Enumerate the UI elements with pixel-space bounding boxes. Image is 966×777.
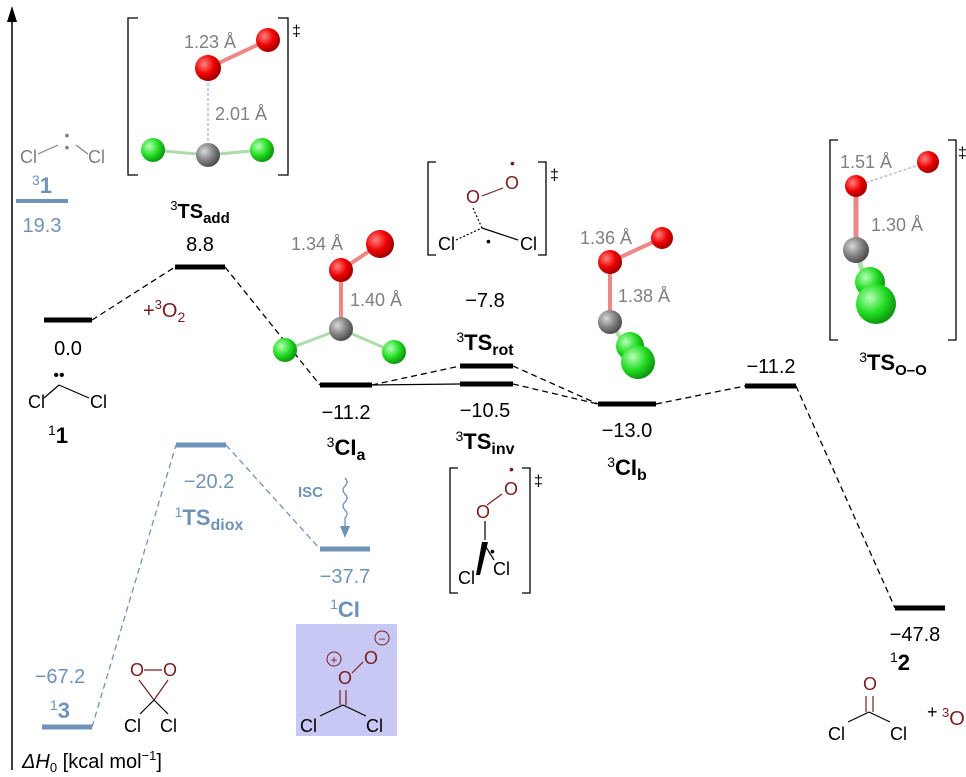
name-tsoo: 3TSO–O: [859, 349, 927, 379]
svg-text:Cl: Cl: [124, 716, 141, 736]
svg-text:•: •: [490, 543, 495, 559]
structure-cia: 1.34 Å 1.40 Å: [273, 230, 406, 364]
value-tsoo: −11.2: [746, 356, 795, 378]
svg-text:Cl: Cl: [300, 716, 317, 736]
svg-text:O: O: [504, 479, 518, 499]
value-cia: −11.2: [321, 402, 370, 424]
structure-2: O Cl Cl + 3O: [828, 674, 965, 744]
energy-levels: [16, 199, 945, 730]
svg-text:‡: ‡: [292, 23, 301, 40]
structure-tsinv: ‡ O O • • Cl Cl: [449, 461, 543, 594]
svg-text:•: •: [486, 233, 491, 249]
y-axis-label: ΔH0 [kcal mol−1]: [21, 748, 162, 775]
svg-text:1.36 Å: 1.36 Å: [580, 228, 632, 248]
structure-tsoo: ‡ 1.51 Å 1.30 Å: [829, 139, 966, 341]
name-3: 13: [50, 697, 70, 723]
name-cib: 3CIb: [607, 454, 647, 484]
svg-text:O: O: [466, 187, 480, 207]
isc-arrow: ISC: [298, 477, 350, 538]
svg-text:O: O: [476, 502, 490, 522]
svg-text:1.34 Å: 1.34 Å: [291, 234, 343, 254]
name-ci1: 1CI: [330, 596, 360, 622]
svg-text:Cl: Cl: [90, 392, 107, 412]
svg-text:1.30 Å: 1.30 Å: [871, 215, 923, 235]
structure-tsadd: ‡ 1.23 Å 2.01 Å: [127, 17, 301, 176]
svg-text:Cl: Cl: [366, 716, 383, 736]
svg-text:Cl: Cl: [493, 559, 510, 579]
svg-text:Cl: Cl: [28, 392, 45, 412]
structure-cib: 1.36 Å 1.38 Å: [580, 227, 673, 379]
svg-text:−: −: [378, 632, 385, 646]
svg-text:O: O: [130, 660, 144, 680]
structure-tsrot: ‡ O O • Cl Cl •: [427, 155, 559, 256]
svg-text:‡: ‡: [958, 145, 966, 162]
svg-text:•: •: [509, 461, 514, 477]
name-tsadd: 3TSadd: [170, 198, 229, 227]
value-tsrot: −7.8: [465, 290, 504, 312]
svg-text:‡: ‡: [550, 167, 559, 184]
value-tsadd: 8.8: [186, 234, 214, 256]
svg-text:Cl: Cl: [20, 147, 37, 167]
y-axis-arrow: [7, 6, 17, 22]
value-3: −67.2: [35, 666, 86, 688]
svg-text:‡: ‡: [534, 473, 543, 490]
name-cia: 3CIa: [327, 434, 366, 464]
svg-text:••: ••: [53, 367, 64, 384]
svg-text:Cl: Cl: [520, 234, 537, 254]
svg-text:O: O: [505, 173, 519, 193]
svg-text:2.01 Å: 2.01 Å: [215, 104, 267, 124]
svg-text:Cl: Cl: [890, 724, 907, 744]
svg-text:Cl: Cl: [828, 724, 845, 744]
svg-text:•: •: [65, 139, 70, 155]
value-tsdiox: −20.2: [184, 471, 235, 493]
svg-text:+: +: [330, 653, 337, 667]
value-1: 0.0: [54, 338, 82, 360]
value-cib: −13.0: [602, 420, 653, 442]
name-31: 31: [32, 172, 52, 198]
isc-label: ISC: [298, 484, 323, 501]
svg-text:•: •: [65, 127, 70, 143]
name-tsinv: 3TSinv: [455, 428, 514, 458]
structure-ci1: + − O O Cl Cl: [296, 624, 397, 736]
svg-text:Cl: Cl: [160, 716, 177, 736]
svg-text:+: +: [927, 702, 938, 722]
value-tsinv: −10.5: [460, 400, 511, 422]
svg-text:Cl: Cl: [458, 568, 475, 588]
name-tsdiox: 1TSdiox: [175, 504, 244, 534]
o2-label: +3O2: [143, 297, 185, 325]
structure-3: O O Cl Cl: [124, 660, 177, 736]
svg-text:1.23 Å: 1.23 Å: [184, 32, 236, 52]
svg-text:O: O: [338, 668, 352, 688]
svg-text:1.51 Å: 1.51 Å: [840, 152, 892, 172]
value-31: 19.3: [23, 215, 62, 237]
name-tsrot: 3TSrot: [456, 329, 514, 359]
value-ci1: −37.7: [320, 566, 371, 588]
svg-text:Cl: Cl: [88, 147, 105, 167]
structure-31: Cl Cl • •: [20, 127, 105, 167]
structure-1: Cl Cl ••: [28, 367, 107, 412]
svg-text:•: •: [510, 155, 515, 171]
svg-text:O: O: [863, 674, 877, 694]
svg-text:1.38 Å: 1.38 Å: [618, 286, 670, 306]
value-2: −47.8: [890, 624, 941, 646]
svg-text:Cl: Cl: [438, 234, 455, 254]
svg-text:O: O: [364, 648, 378, 668]
connectors: [91, 266, 896, 728]
name-1: 11: [48, 422, 68, 448]
svg-text:3O: 3O: [942, 705, 965, 730]
svg-text:1.40 Å: 1.40 Å: [350, 290, 402, 310]
name-2: 12: [890, 649, 910, 675]
svg-text:O: O: [163, 660, 177, 680]
